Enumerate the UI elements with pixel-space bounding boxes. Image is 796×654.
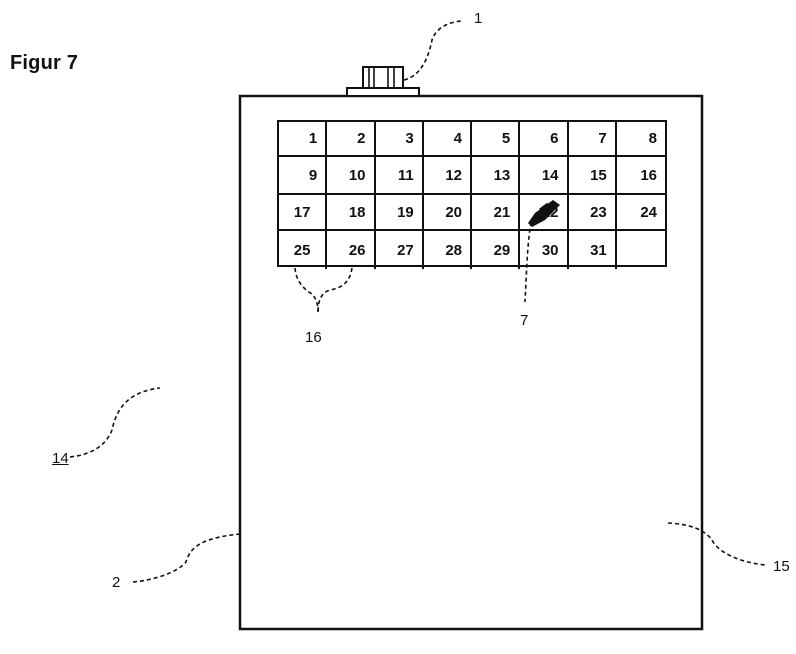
calendar-day-cell: 16 [616,157,665,195]
calendar-day-cell: 3 [375,122,424,157]
calendar-day-cell: 15 [568,157,617,195]
ref-label-day-fields: 16 [305,329,322,346]
ref-label-surface: 15 [773,558,790,575]
calendar-day-cell: 17 [279,195,328,231]
calendar-day-cell: 23 [568,195,617,231]
calendar-day-cell: 26 [327,231,376,269]
ref-label-system: 14 [52,450,69,467]
calendar-day-cell: 30 [520,231,569,269]
leader-line-14 [69,387,161,458]
calendar-day-cell: 12 [423,157,472,195]
calendar-day-cell: 25 [279,231,328,269]
leader-line-1 [403,20,463,81]
calendar-day-cell: 7 [568,122,617,157]
calendar-day-cell: 5 [472,122,521,157]
ref-label-housing: 2 [112,574,121,591]
leader-line-15 [667,522,766,566]
calendar-day-cell: 18 [327,195,376,231]
calendar-day-cell: 13 [472,157,521,195]
calendar-day-cell: 21 [472,195,521,231]
calendar-day-cell: 20 [423,195,472,231]
leader-line-2 [132,533,241,583]
calendar-day-cell: 27 [376,231,424,269]
calendar-day-cell: 14 [520,157,569,195]
calendar-day-cell: 29 [472,231,521,269]
housing-box [238,94,704,631]
calendar-day-cell: 10 [327,157,376,195]
calendar-day-cell: 2 [327,122,376,157]
calendar-day-cell: 4 [423,122,472,157]
calendar-day-cell: 11 [375,157,424,195]
calendar-day-cell: 28 [424,231,472,269]
marker-pen-icon [528,200,560,227]
calendar-day-cell: 6 [520,122,569,157]
calendar-day-cell [617,231,665,269]
ref-label-knob: 1 [474,10,483,27]
figure-title: Figur 7 [10,52,79,74]
calendar-day-cell: 31 [569,231,617,269]
calendar-day-cell: 1 [279,122,328,157]
calendar-day-cell: 19 [375,195,424,231]
knob-icon [346,66,420,97]
calendar-day-cell: 24 [616,195,665,231]
calendar-day-cell: 8 [616,122,665,157]
calendar-day-cell: 22 [520,195,569,231]
ref-label-marker: 7 [520,312,529,329]
leader-line-16-left [294,267,319,313]
leader-line-16-right [317,267,353,313]
calendar-day-cell: 9 [279,157,328,195]
